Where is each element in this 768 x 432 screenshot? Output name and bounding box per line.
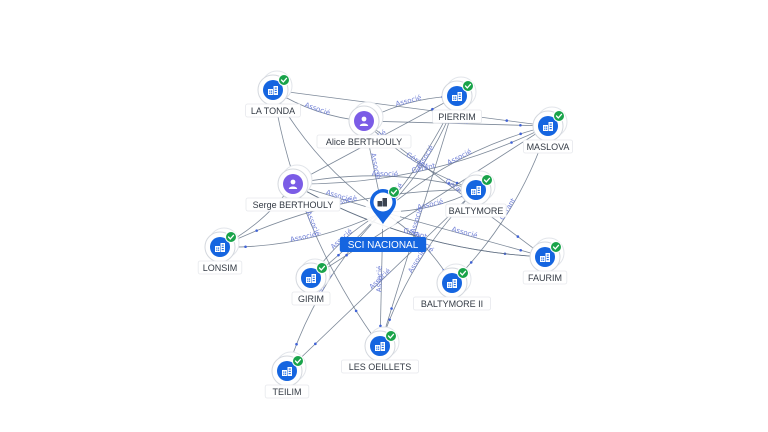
node-label: FAURIM	[528, 273, 562, 283]
edge-la-tonda-maslova	[272, 89, 549, 127]
node-label: Alice BERTHOULY	[326, 137, 402, 147]
edge-sci-faurim	[382, 211, 546, 258]
verified-check-icon	[457, 267, 469, 279]
edge-maslova-girim	[310, 125, 549, 279]
node-label: MASLOVA	[527, 142, 570, 152]
edge-label-sci-maslova: Associé	[446, 148, 473, 167]
node-lonsim[interactable]: LONSIM	[197, 227, 243, 275]
edge-label-sci-faurim: Associé	[451, 225, 479, 240]
edge-arrow-serge-maslova	[510, 141, 513, 144]
verified-check-icon	[550, 241, 562, 253]
node-label: GIRIM	[298, 294, 324, 304]
nodes-layer: LA TONDA Alice BERTHOULY PIERRIM MASLOVA Ser…	[197, 70, 574, 399]
edge-arrow-pierrim-oeillets	[390, 307, 393, 310]
center-node[interactable]: SCI NACIONAL	[339, 186, 427, 253]
edge-label-alice-pierrim: Associé	[395, 94, 423, 109]
node-teilim[interactable]: TEILIM	[264, 351, 310, 399]
node-girim[interactable]: GIRIM	[291, 258, 331, 306]
node-label: BALTYMORE II	[421, 299, 483, 309]
edge-arrow-maslova-baltymore-2	[469, 261, 473, 264]
node-pierrim[interactable]: PIERRIM	[431, 76, 482, 124]
edge-pierrim-oeillets	[379, 95, 458, 347]
node-label: LA TONDA	[251, 106, 295, 116]
verified-check-icon	[481, 174, 493, 186]
edge-arrow-maslova-girim	[345, 253, 348, 257]
edge-arrow-sci-oeillets	[379, 324, 382, 328]
edge-arrow-sci-teilim	[295, 342, 298, 346]
edge-sci-teilim	[286, 211, 384, 372]
node-baltymore[interactable]: BALTYMORE	[445, 170, 507, 218]
node-faurim[interactable]: FAURIM	[522, 237, 568, 285]
edge-serge-maslova	[292, 125, 549, 185]
edge-alice-maslova	[363, 120, 549, 127]
verified-check-icon	[292, 355, 304, 367]
edge-serge-baltymore	[292, 175, 477, 191]
edge-arrow-serge-baltymore	[447, 182, 451, 185]
edge-arrow-alice-faurim	[516, 235, 520, 238]
edge-arrow-baltymore-oeillets	[388, 318, 391, 321]
edge-arrow-serge-pierrim	[431, 107, 434, 111]
edge-label-pierrim-oeillets: Associé	[409, 207, 424, 235]
edge-arrow-baltymore-teilim	[314, 342, 317, 346]
edge-baltymore-lonsim	[219, 189, 477, 248]
node-oeillets[interactable]: LES OEILLETS	[340, 326, 419, 374]
edge-arrow-alice-maslova	[519, 123, 522, 127]
verified-check-icon	[388, 186, 400, 198]
node-baltymore-2[interactable]: BALTYMORE II	[412, 263, 491, 311]
edge-arrow-pierrim-girim	[337, 253, 340, 257]
edge-arrow-sci-faurim	[519, 248, 522, 252]
verified-check-icon	[385, 330, 397, 342]
node-maslova[interactable]: MASLOVA	[523, 106, 574, 154]
edge-arrow-baltymore-lonsim	[255, 229, 258, 232]
edge-arrow-sci-maslova	[519, 132, 522, 136]
verified-check-icon	[278, 74, 290, 86]
verified-check-icon	[553, 110, 565, 122]
center-label: SCI NACIONAL	[348, 240, 419, 251]
node-label: PIERRIM	[438, 112, 476, 122]
edge-sci-maslova	[382, 125, 549, 213]
edge-arrow-la-tonda-maslova	[505, 119, 509, 122]
node-label: LES OEILLETS	[349, 362, 412, 372]
verified-check-icon	[316, 262, 328, 274]
node-label: LONSIM	[203, 263, 238, 273]
edge-label-alice-la-tonda: Associé	[303, 101, 331, 117]
edge-label-sci-oeillets: Associé	[375, 266, 384, 293]
edge-sci-lonsim	[219, 211, 384, 248]
center-label-badge	[339, 237, 427, 252]
verified-check-icon	[462, 80, 474, 92]
node-serge[interactable]: Serge BERTHOULY	[245, 164, 341, 212]
node-la-tonda[interactable]: LA TONDA	[245, 70, 301, 118]
node-label: Serge BERTHOULY	[253, 200, 334, 210]
verified-check-icon	[225, 231, 237, 243]
node-alice[interactable]: Alice BERTHOULY	[316, 101, 412, 149]
edge-label-serge-baltymore: Associé	[372, 170, 399, 179]
node-label: TEILIM	[272, 387, 301, 397]
edge-arrow-sci-lonsim	[244, 245, 247, 249]
node-label: BALTYMORE	[449, 206, 504, 216]
edge-la-tonda-oeillets	[272, 89, 381, 347]
edge-arrow-la-tonda-oeillets	[354, 309, 358, 313]
